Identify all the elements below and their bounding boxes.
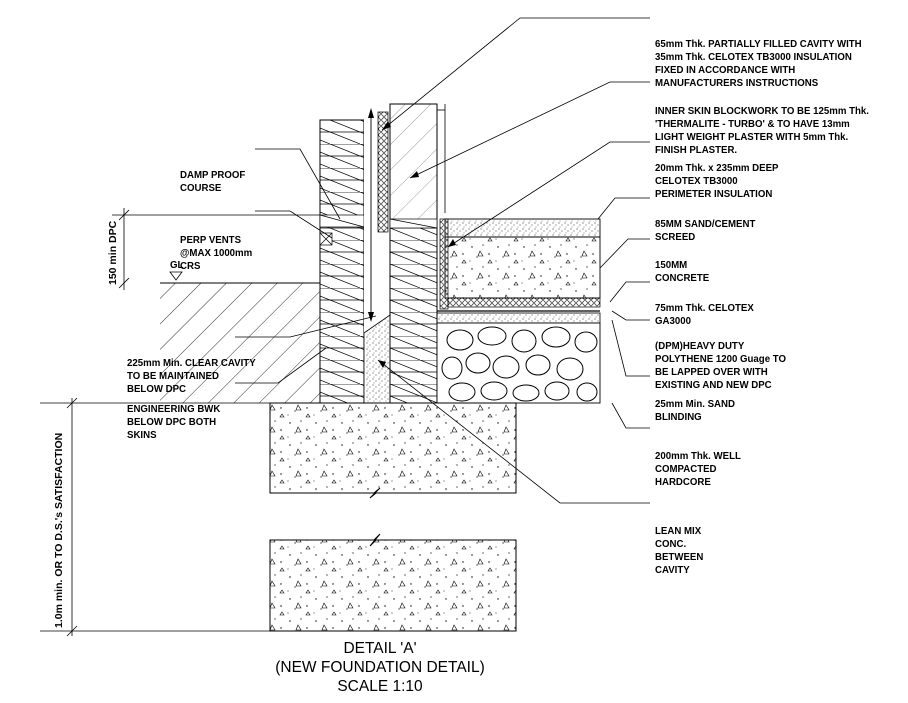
cavity xyxy=(363,108,391,404)
leader-lines xyxy=(235,17,650,504)
foundation xyxy=(269,402,517,632)
outer-skin xyxy=(319,119,365,404)
dimension-lines xyxy=(40,208,320,637)
drawing-title: DETAIL 'A' (NEW FOUNDATION DETAIL) SCALE… xyxy=(275,640,485,695)
floor-buildup xyxy=(436,218,601,404)
ground-level-label: GL xyxy=(170,259,184,271)
inner-skin-label: INNER SKIN BLOCKWORK TO BE 125mm Thk.'TH… xyxy=(655,105,869,156)
inner-skin xyxy=(389,103,446,404)
foundation-depth-dimension: 1.0m min. OR TO D.S.'s SATISFACTION xyxy=(53,432,65,628)
leader-arrows xyxy=(378,121,456,368)
dpc-height-dimension: 150 min DPC xyxy=(107,220,119,285)
